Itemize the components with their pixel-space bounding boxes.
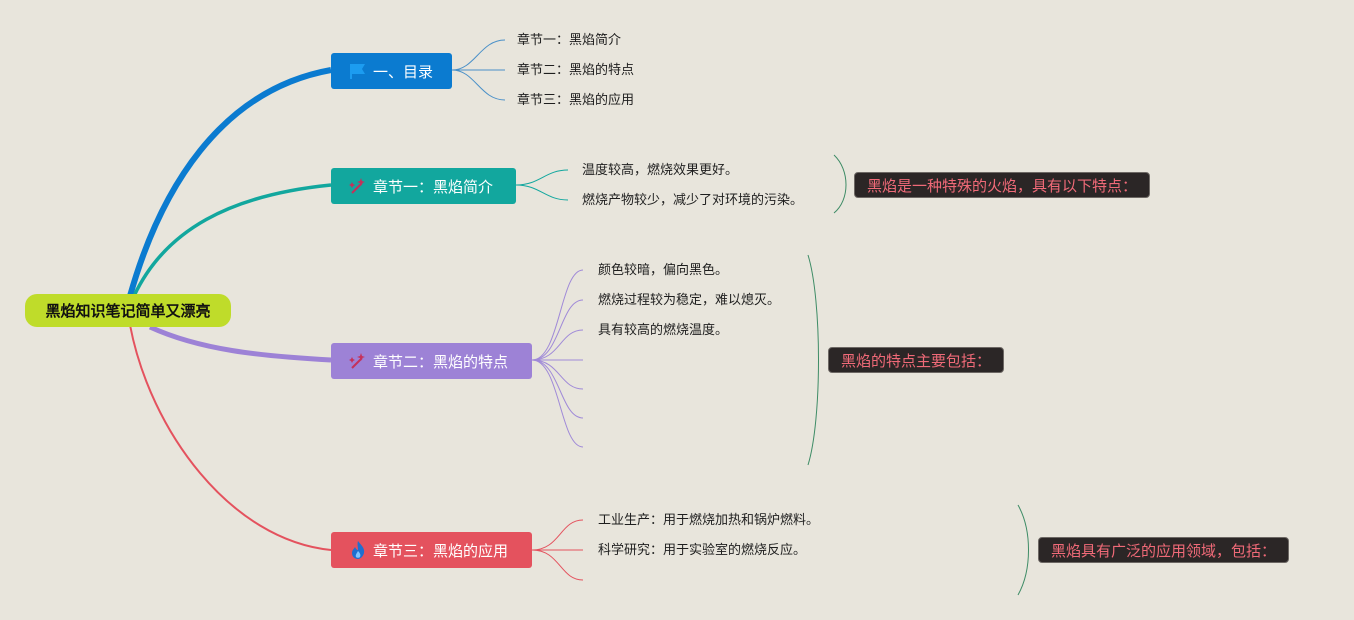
flame-icon (347, 539, 369, 561)
leaf-item[interactable]: 燃烧过程较为稳定，难以熄灭。 (598, 293, 781, 308)
leaf-item[interactable]: 具有较高的燃烧温度。 (598, 323, 729, 338)
branch-chapter-1[interactable]: 章节一：黑焰简介 (331, 168, 516, 204)
b1-leaf-connectors (451, 39, 506, 101)
leaf-item[interactable]: 章节二：黑焰的特点 (517, 63, 635, 78)
summary-box[interactable]: 黑焰的特点主要包括： (828, 347, 1005, 373)
root-topic[interactable]: 黑焰知识笔记简单又漂亮 (25, 294, 231, 327)
summary-brace-b3 (807, 254, 819, 466)
flag-icon (347, 60, 369, 82)
branch-chapter-3[interactable]: 章节三：黑焰的应用 (331, 532, 532, 568)
connector-root-b2 (132, 183, 332, 297)
branch-toc[interactable]: 一、目录 (331, 53, 452, 89)
branch-chapter-2[interactable]: 章节二：黑焰的特点 (331, 343, 532, 379)
b3-leaf-connectors (531, 269, 584, 448)
root-topic-label: 黑焰知识笔记简单又漂亮 (45, 302, 211, 320)
summary-brace-b4 (1017, 504, 1029, 596)
summary-box[interactable]: 黑焰是一种特殊的火焰，具有以下特点： (854, 172, 1151, 198)
leaf-item[interactable]: 科学研究：用于实验室的燃烧反应。 (598, 543, 807, 558)
connector-root-b4 (129, 324, 332, 551)
branch-label: 章节一：黑焰简介 (373, 177, 494, 196)
leaf-item[interactable]: 温度较高，燃烧效果更好。 (582, 163, 739, 178)
branch-label: 一、目录 (373, 62, 434, 81)
leaf-item[interactable]: 工业生产：用于燃烧加热和锅炉燃料。 (598, 513, 820, 528)
leaf-item[interactable]: 章节三：黑焰的应用 (517, 93, 635, 108)
b4-leaf-connectors (531, 519, 584, 581)
summary-brace-b2 (833, 154, 847, 214)
connector-root-b3 (148, 324, 332, 363)
leaf-item[interactable]: 燃烧产物较少，减少了对环境的污染。 (582, 193, 804, 208)
sparkle-wand-icon (347, 350, 369, 372)
leaf-item[interactable]: 章节一：黑焰简介 (517, 33, 622, 48)
connector-root-b1 (127, 67, 332, 297)
summary-box[interactable]: 黑焰具有广泛的应用领域，包括： (1038, 537, 1290, 563)
sparkle-wand-icon (347, 175, 369, 197)
leaf-item[interactable]: 颜色较暗，偏向黑色。 (598, 263, 729, 278)
b2-leaf-connectors (515, 169, 569, 201)
branch-label: 章节二：黑焰的特点 (373, 352, 509, 371)
branch-label: 章节三：黑焰的应用 (373, 541, 509, 560)
